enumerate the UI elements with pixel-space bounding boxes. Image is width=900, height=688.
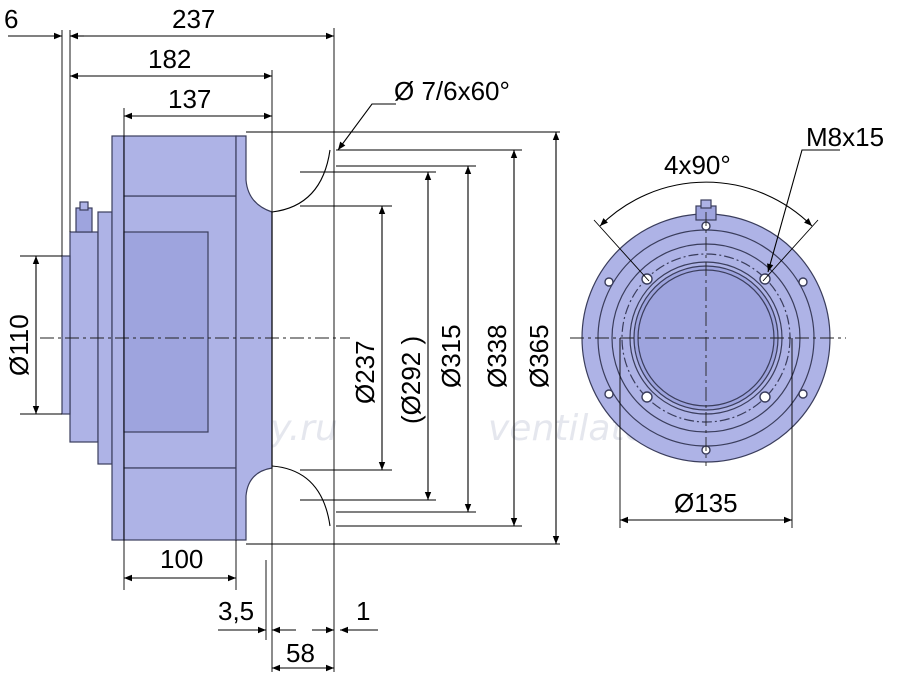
dim-182-label: 182 xyxy=(148,44,191,74)
dim-237-label: 237 xyxy=(172,4,215,34)
dim-100-label: 100 xyxy=(160,544,203,574)
holes-note-label: Ø 7/6x60° xyxy=(394,76,510,106)
nozzle-curve-top xyxy=(271,149,331,213)
motor-shaft-end xyxy=(61,255,71,415)
m8-holes xyxy=(641,273,771,403)
dim-6-label: 6 xyxy=(4,4,18,34)
dim-d237-label: Ø237 xyxy=(350,340,380,404)
dim-m8x15-label: M8x15 xyxy=(806,122,884,152)
impeller-lower-shroud xyxy=(123,467,237,541)
diameter-extension-lines xyxy=(20,131,560,545)
dimension-lines xyxy=(8,32,560,672)
dim-137-label: 137 xyxy=(168,84,211,114)
angle-ext-left xyxy=(593,219,650,282)
nozzle-curve-bottom xyxy=(271,465,331,527)
m8-leader xyxy=(767,149,840,273)
motor-rear-cap xyxy=(69,231,99,443)
dimension-labels: 6 237 182 137 Ø 7/6x60° Ø110 Ø237 (Ø292 … xyxy=(4,4,554,668)
side-view: 6 237 182 137 Ø 7/6x60° Ø110 Ø237 (Ø292 … xyxy=(4,4,560,672)
length-extension-lines xyxy=(61,28,335,672)
motor-body xyxy=(61,135,331,541)
dim-d292-label: (Ø292 ) xyxy=(396,336,426,424)
dim-3-5-label: 3,5 xyxy=(218,596,254,626)
dim-58-label: 58 xyxy=(286,638,315,668)
dim-d135-label: Ø135 xyxy=(674,488,738,518)
impeller-upper-shroud xyxy=(123,135,237,197)
front-view: 4x90° M8x15 Ø135 xyxy=(570,122,884,528)
dim-4x90-label: 4x90° xyxy=(664,150,731,180)
dim-d365-label: Ø365 xyxy=(524,324,554,388)
dim-d315-label: Ø315 xyxy=(436,324,466,388)
terminal-screw xyxy=(79,201,89,211)
terminal-box xyxy=(75,207,93,233)
front-terminal-screw xyxy=(700,199,712,209)
dim-1-label: 1 xyxy=(356,596,370,626)
dim-d110-label: Ø110 xyxy=(4,314,34,376)
motor-stator xyxy=(123,231,209,433)
dim-d338-label: Ø338 xyxy=(482,324,512,388)
